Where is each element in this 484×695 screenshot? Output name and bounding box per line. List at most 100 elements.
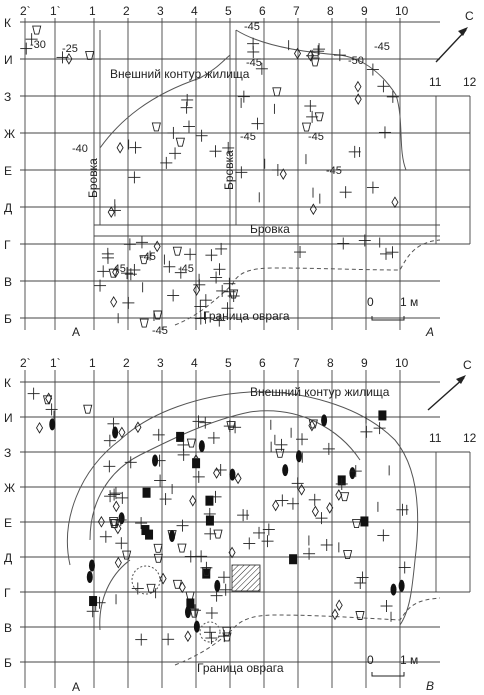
column-label: 3 [157,4,164,18]
diamond-marker [118,426,126,439]
column-label: 12 [463,431,477,445]
trapezoid-marker [310,57,320,67]
column-label: 1 [89,4,96,18]
panel-a-scale-bar [371,316,405,321]
diamond-marker [189,494,197,507]
diamond-marker [272,499,280,512]
filled-square-marker [202,568,211,579]
trapezoid-marker [122,550,132,560]
trapezoid-marker [301,122,312,132]
column-label: 10 [395,356,409,370]
diamond-marker [116,141,124,154]
panel-a-contour-label: Внешний контур жилища [110,67,250,81]
diamond-marker [184,630,192,643]
column-label: 10 [395,4,409,18]
panel-b-grid [20,370,471,688]
trapezoid-marker [272,87,282,97]
diamond-marker [335,489,343,501]
filled-square-marker [176,431,185,442]
filled-square-marker [205,495,214,506]
panel-b-north-arrow [427,375,466,411]
diamond-marker [112,266,120,278]
column-label: 8 [327,356,334,370]
depth-label: -30 [30,39,46,51]
panel-b-contour-label: Внешний контур жилища [250,385,390,399]
column-label: 9 [361,356,368,370]
trapezoid-marker [201,567,212,577]
diamond-marker [307,49,315,62]
row-label: Е [4,516,12,530]
trapezoid-marker [172,246,182,256]
panel-a-north-arrow [435,27,468,63]
panel-a-house-contour [99,54,231,149]
diamond-marker [114,556,122,569]
depth-label: -45 [244,21,260,33]
filled-ellipse-marker [214,579,221,592]
diamond-marker [112,500,120,513]
panel-b-pit-circle [131,565,161,595]
row-label: И [4,411,13,425]
panel-a-ravine-label: Граница оврага [203,309,290,323]
depth-label: -40 [72,143,88,155]
panel-a-grid [20,18,471,330]
filled-square-marker [186,598,195,609]
filled-ellipse-marker [152,454,159,467]
diamond-marker [114,522,122,535]
diamond-marker [311,505,319,518]
panel-b-north-label: С [463,358,472,372]
row-label: Д [4,201,12,215]
row-label: Д [4,551,12,565]
diamond-marker [335,599,343,612]
filled-ellipse-marker [184,606,191,619]
trapezoid-marker [151,122,161,132]
column-label: 8 [327,4,334,18]
trapezoid-marker [308,419,318,429]
trapezoid-marker [189,608,199,618]
diamond-marker [153,240,161,253]
column-label: 6 [259,356,266,370]
trapezoid-marker [32,25,42,35]
diamond-marker [298,483,306,496]
diamond-marker [159,572,167,585]
row-label: В [4,275,12,289]
trapezoid-marker [229,289,239,299]
filled-square-marker [89,596,98,607]
depth-label: -50 [348,55,364,67]
diamond-marker [326,501,334,514]
diamond-marker [228,546,236,559]
column-label: 1` [50,4,61,18]
column-label: 2 [123,4,130,18]
diamond-marker [354,80,362,93]
panel-b-outer-contour [66,391,419,626]
diamond-marker [354,93,362,105]
diamond-marker [110,296,118,308]
trapezoid-marker [275,448,285,458]
filled-ellipse-marker [321,414,328,427]
trapezoid-marker [177,543,187,553]
row-label: И [4,53,13,67]
depth-label: -45 [374,41,390,53]
row-label: Г [4,238,11,252]
row-label: В [4,621,12,635]
column-label: 11 [429,431,442,445]
column-label: 2` [20,4,31,18]
diamond-marker [107,206,115,218]
trapezoid-marker [186,438,197,448]
panel-a-north-label: С [465,9,474,23]
depth-label: -45 [152,325,168,337]
panel-a-scale-one: 1 м [400,295,418,309]
trapezoid-marker [222,632,232,642]
diamond-marker [97,515,105,528]
panel-a-scale-zero: 0 [367,295,374,309]
trapezoid-marker [351,519,362,529]
panel-a-corner-label: А [72,325,80,339]
panel-b-scale-one: 1 м [400,653,418,667]
trapezoid-marker [139,255,149,265]
diamond-marker [309,203,317,216]
column-label: 6 [259,4,266,18]
filled-ellipse-marker [229,468,236,481]
depth-label: -45 [308,131,324,143]
